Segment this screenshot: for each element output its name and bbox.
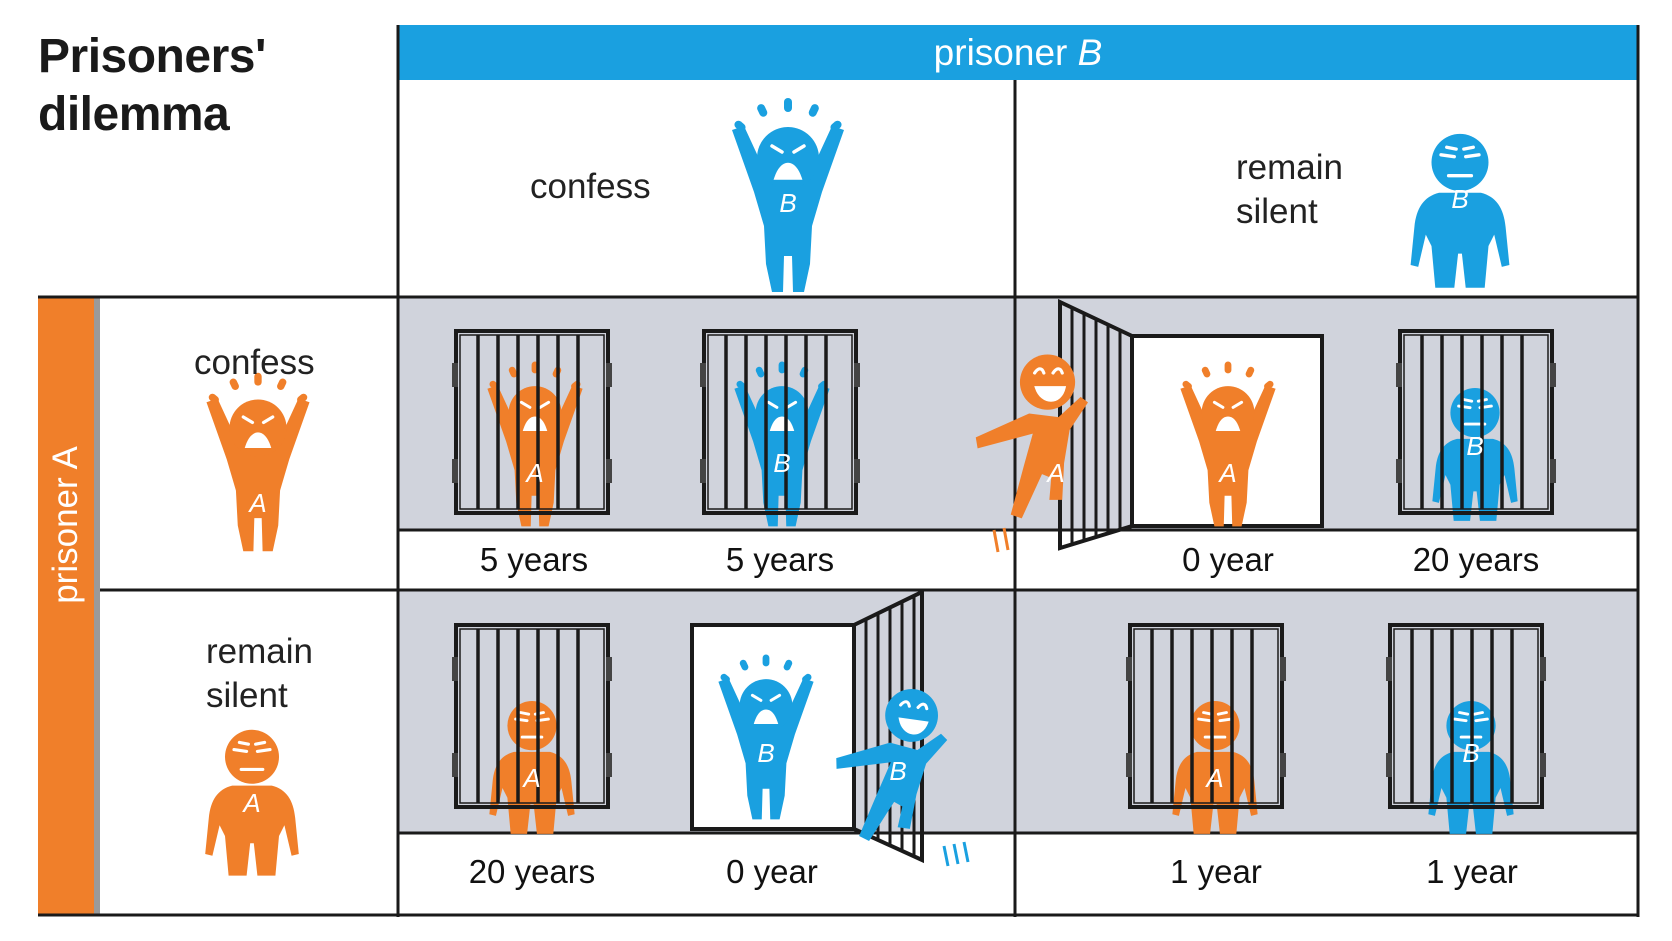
column-label-line: remain xyxy=(1236,148,1343,187)
prisoner-b-header-prefix: prisoner xyxy=(933,32,1078,73)
figure-letter-a: A xyxy=(524,458,543,488)
column-label-line: silent xyxy=(1236,192,1318,231)
payoff-b-silent-silent: 1 year xyxy=(1426,853,1518,890)
row-label-confess: confess xyxy=(194,341,315,385)
title-line-1: Prisoners' xyxy=(38,30,266,83)
figure-letter-b: B xyxy=(1451,184,1468,214)
figure-letter-b: B xyxy=(773,448,790,478)
figure-letters: B B A A A B A A B A B B A B xyxy=(241,184,1483,818)
figure-letter-b: B xyxy=(1466,431,1483,461)
row-label-line: remain xyxy=(206,632,313,671)
payoff-b-confess-confess: 5 years xyxy=(725,541,835,578)
figure-letter-b: B xyxy=(757,738,774,768)
payoff-b-confess-silent: 20 years xyxy=(1412,541,1540,578)
figure-letter-a: A xyxy=(241,788,260,818)
figure-letter-b: B xyxy=(779,188,796,218)
motion-lines-a xyxy=(992,527,1010,553)
figure-letter-a: A xyxy=(1204,763,1223,793)
payoff-a-silent-silent: 1 year xyxy=(1170,853,1262,890)
figure-letter-a: A xyxy=(247,488,266,518)
row-label-remain-silent: remain silent xyxy=(206,630,313,718)
prisoner-a-confess-figure xyxy=(204,371,312,553)
figure-letter-a: A xyxy=(521,763,540,793)
prisoner-b-header-letter: B xyxy=(1077,32,1103,73)
payoff-a-silent-confess: 20 years xyxy=(468,853,596,890)
payoff-a-confess-silent: 0 year xyxy=(1182,541,1274,578)
figure-letter-a: A xyxy=(1217,458,1236,488)
column-label-confess: confess xyxy=(530,165,651,209)
payoff-a-confess-confess: 5 years xyxy=(479,541,589,578)
column-label-line: confess xyxy=(530,167,651,206)
row-label-line: silent xyxy=(206,676,288,715)
figure-letter-b: B xyxy=(889,756,906,786)
figure-letter-a: A xyxy=(1045,458,1064,488)
motion-lines-b xyxy=(942,841,970,867)
diagram-title: Prisoners' dilemma xyxy=(38,28,266,144)
figure-letter-b: B xyxy=(1462,738,1479,768)
prisoner-b-header: prisoner B xyxy=(398,25,1638,80)
prisoner-a-header-bar xyxy=(38,297,94,915)
prisoner-a-header: prisoner A xyxy=(46,446,85,604)
matrix-grid xyxy=(38,25,1640,917)
column-label-remain-silent: remain silent xyxy=(1236,146,1343,234)
prisoner-b-header-bar xyxy=(398,25,1638,80)
title-line-2: dilemma xyxy=(38,88,230,141)
row-label-line: confess xyxy=(194,343,315,382)
payoff-b-silent-confess: 0 year xyxy=(726,853,818,890)
